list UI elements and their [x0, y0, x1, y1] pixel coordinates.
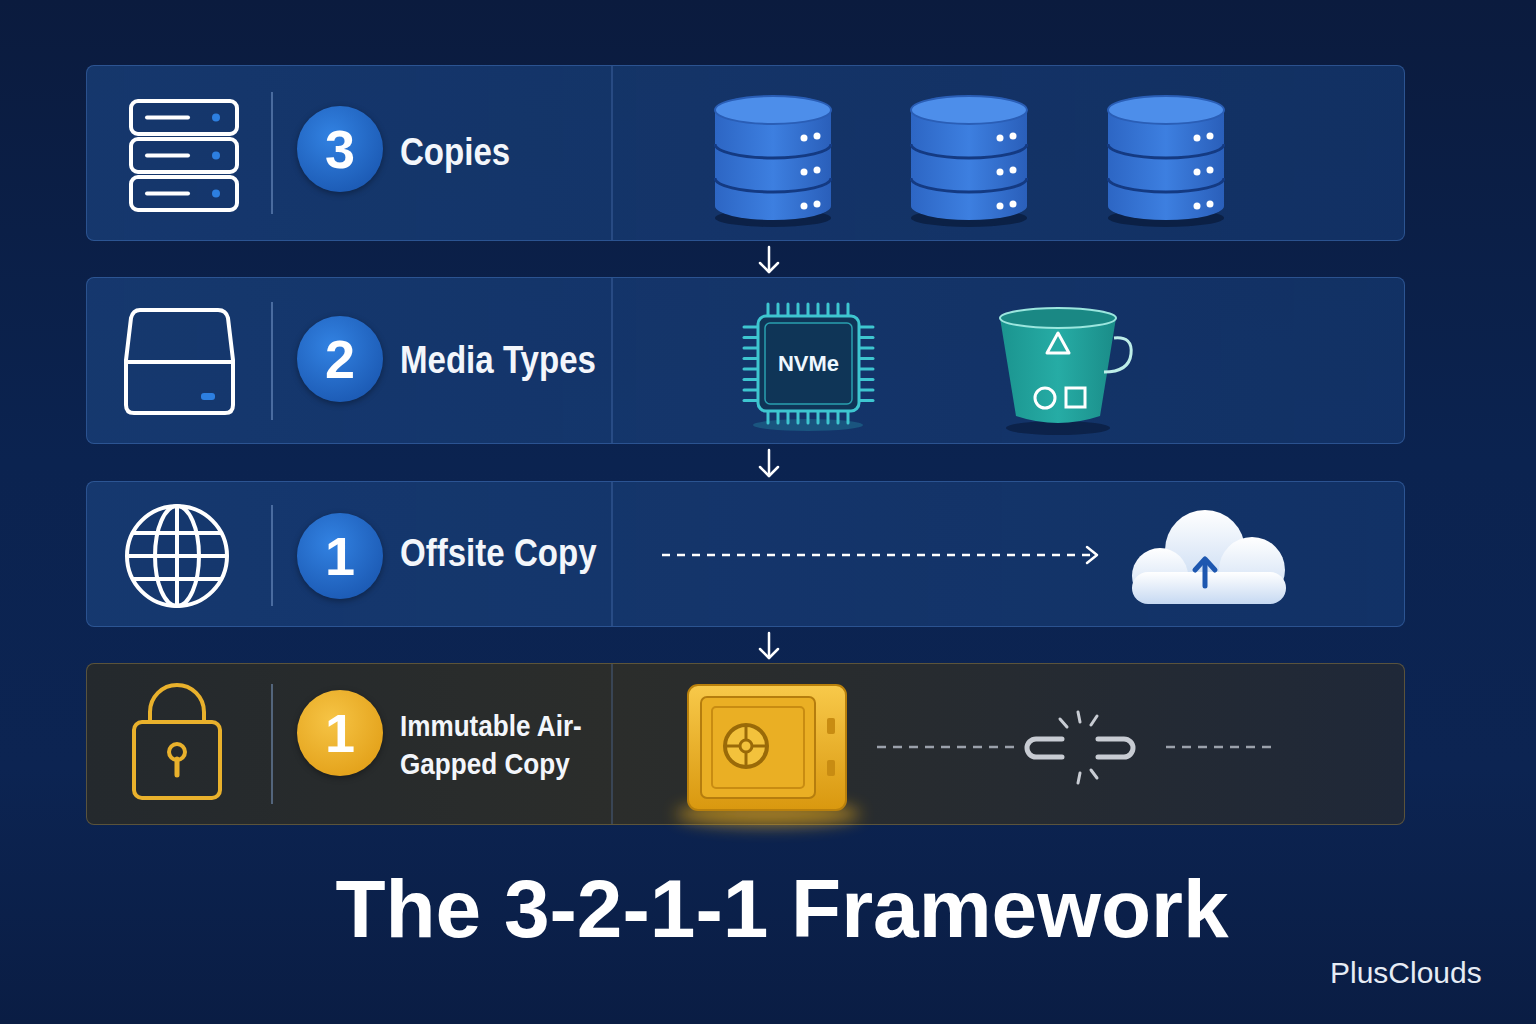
chip-pin — [744, 378, 758, 381]
tier-label: Media Types — [400, 339, 596, 383]
chip-label: NVMe — [778, 353, 839, 375]
flow-arrow — [760, 450, 778, 476]
chip-body — [758, 316, 859, 411]
chip-pin — [787, 411, 790, 423]
chip-inner — [765, 323, 852, 404]
chip-pin — [807, 411, 810, 423]
callout-number: 2 — [325, 332, 355, 386]
number-badge: 3 — [297, 106, 383, 192]
callout-number: 3 — [325, 122, 355, 176]
flow-arrow — [760, 633, 778, 658]
flow-arrow — [760, 247, 778, 272]
chip-pin — [797, 304, 800, 316]
tier-label: Immutable Air-Gapped Copy — [400, 707, 618, 782]
chip-pin — [847, 411, 850, 423]
diagram-title: The 3-2-1-1 Framework — [282, 868, 1282, 950]
arrow-line — [768, 633, 771, 658]
chip-pin — [744, 357, 758, 360]
chip-pin — [807, 304, 810, 316]
tier-band: Copies 3 — [86, 65, 1405, 241]
chip-pins — [744, 304, 873, 423]
arrow-head — [760, 649, 778, 658]
number-badge: 2 — [297, 316, 383, 402]
chip-pin — [837, 411, 840, 423]
chip-pin — [859, 347, 873, 350]
chip-pin — [787, 304, 790, 316]
chip-pin — [859, 378, 873, 381]
chip-pin — [859, 357, 873, 360]
chip-pin — [744, 389, 758, 392]
chip-pin — [767, 411, 770, 423]
arrow-line — [768, 247, 771, 272]
chip-pin — [767, 304, 770, 316]
chip-pin — [777, 304, 780, 316]
chip-pin — [859, 326, 873, 329]
chip-pin — [777, 411, 780, 423]
callout-number: 1 — [325, 706, 355, 760]
arrow-head — [760, 467, 778, 476]
chip-pin — [827, 304, 830, 316]
callout-number: 1 — [325, 529, 355, 583]
watermark: PlusClouds — [1330, 958, 1482, 988]
tier-label: Copies — [400, 131, 510, 175]
chip-pin — [744, 347, 758, 350]
number-badge: 1 — [297, 513, 383, 599]
chip-pin — [837, 304, 840, 316]
chip-pin — [847, 304, 850, 316]
tier-band: Immutable Air-Gapped Copy 1 — [86, 663, 1405, 825]
chip-pin — [859, 389, 873, 392]
nvme-chip: NVMe — [741, 301, 876, 426]
tier-band: Offsite Copy 1 — [86, 481, 1405, 627]
tier-band: Media Types 2 NVMe — [86, 277, 1405, 444]
chip-pin — [827, 411, 830, 423]
chip-pin — [797, 411, 800, 423]
number-badge: 1 — [297, 690, 383, 776]
chip-pin — [744, 336, 758, 339]
chip-pin — [817, 411, 820, 423]
arrow-line — [768, 450, 771, 476]
chip-pin — [859, 399, 873, 402]
chip-pin — [744, 326, 758, 329]
chip-pin — [817, 304, 820, 316]
chip-pin — [859, 368, 873, 371]
tier-label: Offsite Copy — [400, 532, 597, 576]
chip-pin — [859, 336, 873, 339]
arrow-head — [760, 263, 778, 272]
chip-pin — [744, 399, 758, 402]
chip-pin — [744, 368, 758, 371]
